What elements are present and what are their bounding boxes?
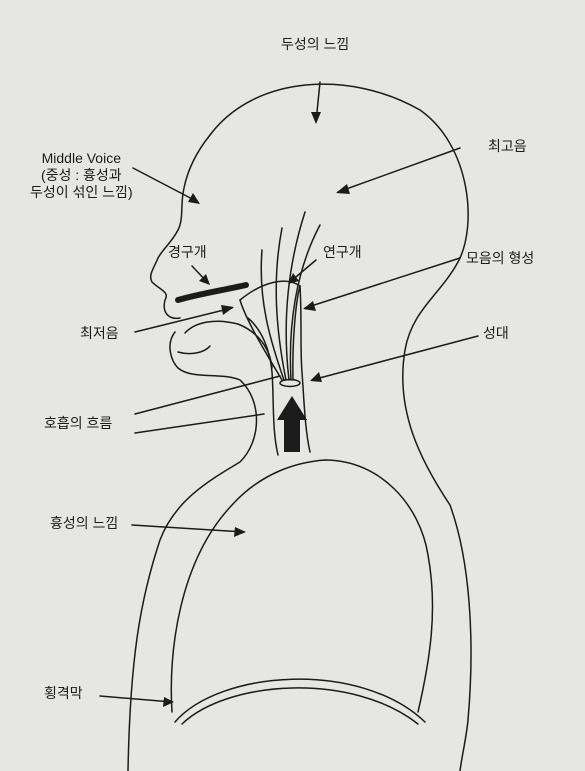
front-body-outline [127, 331, 258, 771]
arrowhead-soft-palate [288, 273, 299, 284]
face-profile [149, 134, 211, 320]
label-hard-palate: 경구개 [168, 244, 207, 260]
resonance-beam-6 [292, 285, 301, 381]
leader-vowel-formation [304, 257, 461, 309]
leader-lowest-tone [134, 307, 233, 333]
label-lowest-tone: 최저음 [80, 325, 119, 341]
arrowhead-vocal-cords [310, 372, 322, 382]
soft-palate-arch [239, 280, 301, 301]
vocal-cords-shape [279, 378, 301, 388]
label-vocal-cords: 성대 [483, 325, 509, 341]
arrowhead-middle-voice [188, 193, 200, 204]
arrowhead-lowest-tone [221, 305, 234, 315]
diaphragm-arc-outer [174, 678, 426, 723]
label-highest-tone: 최고음 [488, 138, 527, 154]
leader-vocal-cords [311, 335, 479, 381]
leader-chest [131, 524, 245, 533]
leader-diaphragm [99, 695, 173, 703]
label-chest-resonance: 흉성의 느낌 [50, 515, 119, 531]
label-vowel-formation: 모음의 형성 [466, 250, 535, 266]
label-middle-voice: Middle Voice (중성 : 흉성과 두성이 섞인 느낌) [30, 150, 133, 201]
resonance-beam-2 [285, 211, 306, 381]
arrowhead-diaphragm [163, 697, 174, 707]
lung-outline [170, 459, 434, 713]
diaphragm-arc-inner [181, 687, 419, 725]
resonance-beam-4 [260, 249, 285, 381]
mouth-floor [177, 345, 211, 355]
label-head-resonance: 두성의 느낌 [281, 36, 350, 52]
leader-middle-voice [132, 167, 199, 203]
label-middle-voice-line2: (중성 : 흉성과 [40, 167, 122, 183]
arrowhead-chest [234, 527, 246, 537]
breath-flow-arrow [277, 396, 307, 452]
arrowhead-hard-palate [199, 274, 210, 285]
hard-palate-bar [175, 282, 249, 303]
leader-breath-2 [134, 413, 265, 434]
resonance-beam-1 [275, 227, 287, 381]
label-middle-voice-line1: Middle Voice [41, 150, 121, 166]
label-breath-flow: 호흡의 흐름 [44, 415, 113, 431]
head-back-outline [209, 83, 472, 771]
throat-right-wall [299, 285, 311, 453]
leader-highest-tone [337, 147, 461, 193]
resonance-beam-3 [289, 224, 321, 381]
label-middle-voice-line3: 두성이 섞인 느낌) [30, 184, 133, 200]
resonance-beam-5 [239, 299, 283, 381]
tongue-outline [184, 320, 273, 369]
arrowhead-highest-tone [336, 184, 350, 194]
throat-left-wall [247, 317, 279, 456]
arrowhead-head-resonance [311, 112, 321, 124]
arrowhead-vowel-formation [303, 301, 316, 311]
label-diaphragm: 횡격막 [44, 685, 83, 701]
label-soft-palate: 연구개 [323, 244, 362, 260]
leader-breath-1 [134, 375, 281, 415]
